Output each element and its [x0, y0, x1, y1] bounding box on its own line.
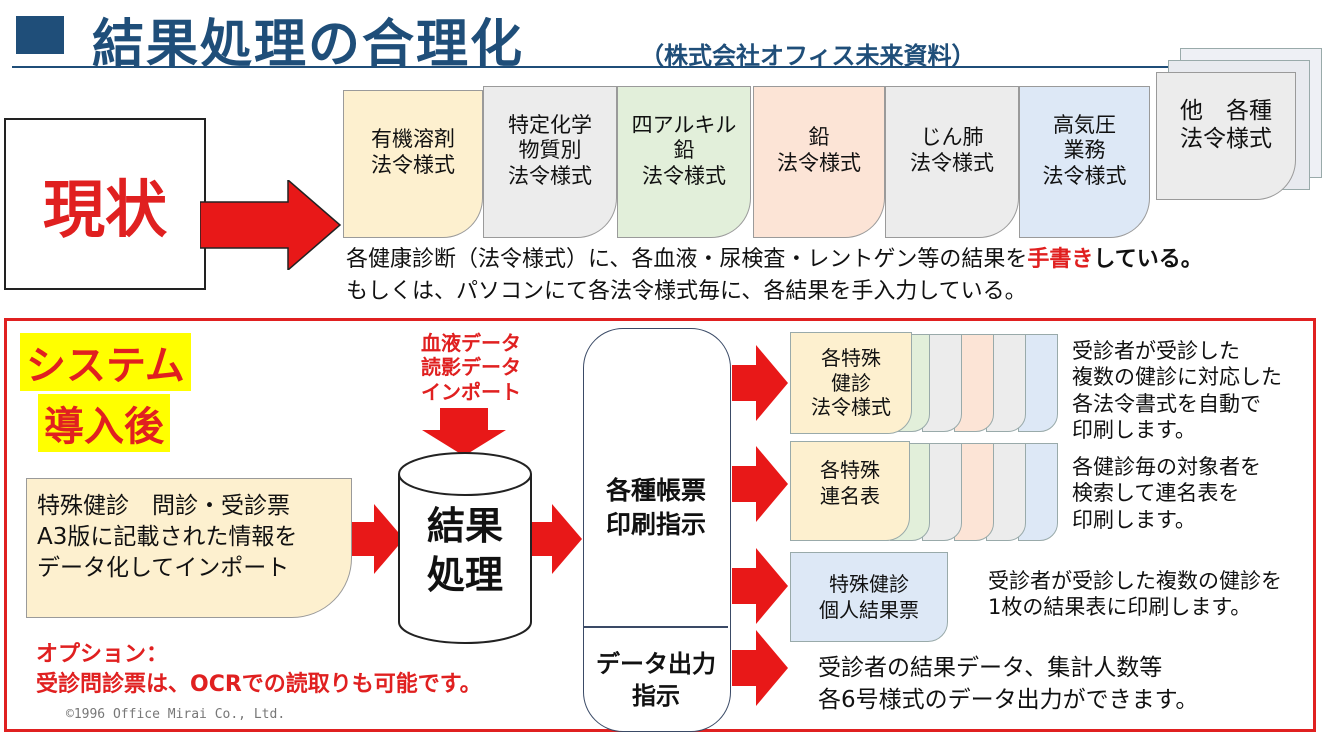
input-questionnaire-doc: 特殊健診 問診・受診票 A3版に記載された情報を データ化してインポート [26, 478, 352, 618]
title-underline [12, 66, 1312, 68]
page-title: 結果処理の合理化 [92, 15, 525, 75]
output-arrow-forms [732, 345, 788, 421]
output-doc-forms: 各特殊 健診 法令様式 [790, 332, 912, 434]
output-doc-individual: 特殊健診 個人結果票 [790, 552, 948, 642]
option-note: オプション： 受診問診票は、OCRでの読取りも可能です。 [36, 640, 482, 699]
output-doc-roster: 各特殊 連名表 [790, 441, 910, 541]
form-high-pressure: 高気圧 業務 法令様式 [1019, 86, 1150, 238]
result-processing-cylinder [398, 452, 532, 644]
import-down-arrow [422, 408, 506, 456]
import-label: 血液データ 読影データ インポート [421, 331, 521, 404]
form-lead: 鉛 法令様式 [753, 86, 885, 238]
output-arrow-data [732, 630, 788, 706]
form-tetra-alkyl-lead: 四アルキル 鉛 法令様式 [617, 86, 751, 238]
desc-line2: もしくは、パソコンにて各法令様式毎に、各結果を手入力している。 [346, 278, 1027, 304]
desc-line1-a: 各健康診断（法令様式）に、各血液・尿検査・レントゲン等の結果を [346, 247, 1028, 272]
output-note-roster: 各健診毎の対象者を 検索して連名表を 印刷します。 [1072, 455, 1261, 532]
data-output-note: 受診者の結果データ、集計人数等 各6号様式のデータ出力ができます。 [818, 655, 1199, 714]
copyright: ©1996 Office Mirai Co., Ltd. [66, 707, 286, 722]
instruction-divider [584, 626, 728, 628]
desc-line1-b: している。 [1093, 247, 1203, 272]
form-specified-chemical: 特定化学 物質別 法令様式 [483, 86, 617, 238]
option-line2: 受診問診票は、OCRでの読取りも可能です。 [36, 671, 482, 697]
after-badge-line1: システム [20, 333, 191, 391]
desc-line1-emphasis: 手書き [1027, 247, 1094, 272]
output-note-forms: 受診者が受診した 複数の健診に対応した 各法令書式を自動で 印刷します。 [1072, 339, 1282, 442]
page-subtitle: （株式会社オフィス未来資料） [640, 42, 976, 70]
current-description: 各健康診断（法令様式）に、各血液・尿検査・レントゲン等の結果を手書きしている。 … [346, 244, 1203, 308]
form-organic-solvent: 有機溶剤 法令様式 [343, 90, 483, 238]
result-processing-label: 結果 処理 [426, 503, 503, 597]
output-arrow-individual [732, 548, 788, 624]
output-arrow-roster [732, 446, 788, 522]
input-doc-text: 特殊健診 問診・受診票 A3版に記載された情報を データ化してインポート [37, 493, 298, 582]
input-arrow [352, 504, 404, 574]
print-instruction-button[interactable]: 各種帳票 印刷指示 [605, 476, 706, 539]
data-output-instruction-button[interactable]: データ出力 指示 [596, 649, 716, 710]
title-bullet [16, 16, 64, 54]
output-note-individual: 受診者が受診した複数の健診を 1枚の結果表に印刷します。 [988, 569, 1282, 620]
form-pneumoconiosis: じん肺 法令様式 [885, 86, 1019, 238]
instruction-box [583, 328, 731, 732]
after-badge-line2: 導入後 [38, 394, 170, 452]
current-state-label: 現状 [42, 173, 167, 246]
current-arrow [200, 180, 342, 270]
process-arrow [532, 504, 582, 574]
form-other: 他 各種 法令様式 [1156, 72, 1296, 200]
option-line1: オプション： [36, 642, 169, 667]
current-state-box: 現状 [4, 118, 206, 290]
